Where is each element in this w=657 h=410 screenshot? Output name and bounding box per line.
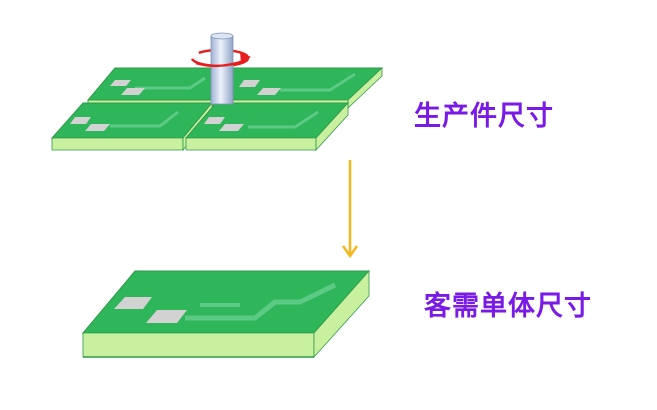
single-unit-board xyxy=(81,269,371,359)
pcb-board-back-right xyxy=(212,67,384,109)
router-bit-icon xyxy=(190,32,251,105)
label-production-size: 生产件尺寸 xyxy=(414,101,554,132)
pcb-board-front-right xyxy=(184,101,350,152)
rotation-arrow-icon xyxy=(240,52,251,63)
arrow-down-icon xyxy=(341,160,359,259)
label-customer-unit-size: 客需单体尺寸 xyxy=(424,291,592,322)
production-panel xyxy=(50,32,384,152)
